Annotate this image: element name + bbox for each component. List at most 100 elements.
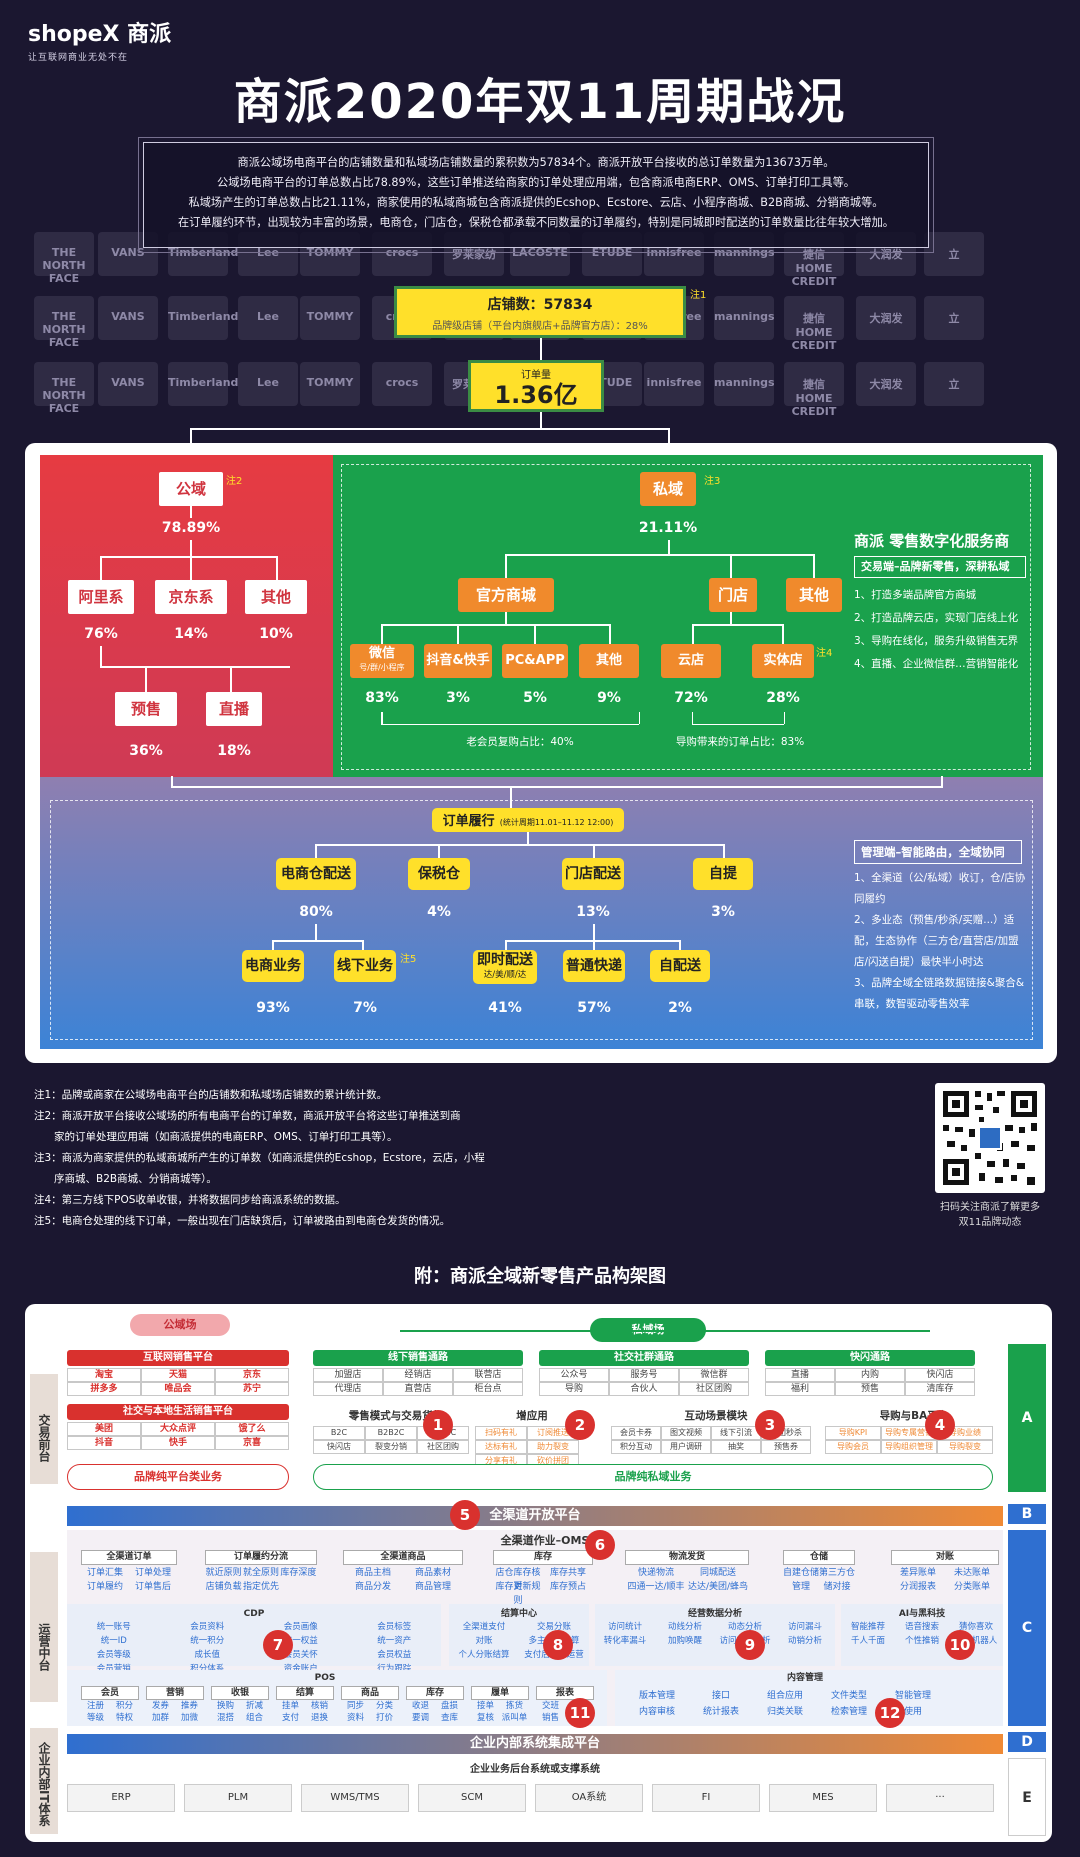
layer-letter-d: D xyxy=(1008,1732,1046,1752)
module-cell: 用户调研 xyxy=(661,1440,711,1454)
module-number-badge: 12 xyxy=(875,1698,905,1728)
store-brand-share: 品牌级店铺（平台内旗舰店+品牌官方店）：28% xyxy=(432,321,648,332)
express-node: 普通快递 xyxy=(563,950,625,982)
oms-group-item: 指定优先 xyxy=(242,1582,279,1592)
note-marker: 注3 xyxy=(704,476,721,487)
layer-letter-a: A xyxy=(1008,1344,1046,1492)
module-title: 互动场景模块 xyxy=(684,1410,748,1422)
open-platform-bar: 全渠道开放平台 xyxy=(67,1506,1003,1526)
private-panel-item: 2、打造品牌云店，实现门店线上化 xyxy=(854,612,1019,624)
oms-group-item: 快递物流 xyxy=(637,1568,674,1578)
qr-caption-line: 双11品牌动态 xyxy=(958,1217,1022,1228)
wechat-label: 微信 xyxy=(368,646,395,661)
note-marker: 注1 xyxy=(690,290,707,301)
oms-group-item: 店铺负载 xyxy=(205,1582,242,1592)
mgmt-panel-item: 1、全渠道（公/私域）收订，仓/店协同履约 xyxy=(854,872,1026,905)
brand-logo-text: mannings xyxy=(714,310,775,323)
oms-group-item: 第三方仓储对接 xyxy=(819,1568,856,1592)
c-group-item: 积分体系 xyxy=(190,1664,225,1674)
module-title: 零售模式与交易货架 xyxy=(348,1410,444,1422)
brand-slogan: 让互联网商业无处不在 xyxy=(28,53,129,63)
pos-group-item: 盘损 xyxy=(440,1701,458,1711)
c-group-item: 转化率漏斗 xyxy=(603,1636,647,1646)
brand-logo-text: mannings xyxy=(714,376,775,389)
c-group-item: 成长值 xyxy=(194,1650,220,1660)
backend-system-cell: FI xyxy=(652,1784,760,1812)
platform-cell: 抖音 xyxy=(67,1436,141,1450)
layer-letter-e: E xyxy=(1008,1758,1046,1836)
pos-group-item: 交班 xyxy=(541,1701,559,1711)
c-group-item: 访问统计 xyxy=(607,1622,642,1632)
module-cell: 导购KPI xyxy=(825,1426,881,1440)
pos-group-item: 发券 xyxy=(151,1701,169,1711)
brand-logo-text: 捷信 HOME CREDIT xyxy=(791,378,837,418)
content-item: 智能管理 xyxy=(894,1691,931,1701)
livestream-pct: 18% xyxy=(217,743,251,759)
module-number-badge: 5 xyxy=(450,1500,480,1530)
brand-logo-text: 立 xyxy=(948,248,960,261)
c-group-item: 统一积分 xyxy=(190,1636,225,1646)
c-group-item: 行为跟踪 xyxy=(377,1664,412,1674)
c-group-bg xyxy=(67,1604,441,1666)
pos-group-item: 积分 xyxy=(115,1701,133,1711)
module-title: 导购与BA平台 xyxy=(879,1410,949,1422)
c-group-item: 全渠道支付 xyxy=(462,1622,506,1632)
c-group-item: 智能推荐 xyxy=(850,1622,885,1632)
oms-group-title: 库存 xyxy=(493,1550,593,1565)
store-delivery-node: 门店配送 xyxy=(562,858,624,890)
physical-store-pct: 28% xyxy=(766,690,800,706)
backend-title: 企业业务后台系统或支撑系统 xyxy=(470,1764,600,1775)
physical-store-node: 实体店 xyxy=(752,644,814,678)
private-group-cell: 微信群 xyxy=(679,1368,749,1382)
private-group-cell: 代理店 xyxy=(313,1382,383,1396)
pos-group-item: 查库 xyxy=(440,1713,458,1723)
pos-group-item: 核销 xyxy=(310,1701,328,1711)
private-group-header: 线下销售通路 xyxy=(313,1350,523,1366)
guide-order-share: 导购带来的订单占比：83% xyxy=(675,736,805,748)
oms-group-item: 就近原则 xyxy=(205,1568,242,1578)
c-group-title: AI与黑科技 xyxy=(898,1609,946,1619)
pos-group-item: 等级 xyxy=(86,1713,104,1723)
private-panel-item: 1、打造多端品牌官方商城 xyxy=(854,589,977,601)
module-cell: 预售券 xyxy=(761,1440,811,1454)
brand-logo-text: VANS xyxy=(111,246,145,259)
brand-platform-business: 品牌纯平台类业务 xyxy=(67,1464,289,1490)
offline-business-pct: 7% xyxy=(353,1000,377,1016)
summary-line: 公域场电商平台的订单总数占比78.89%，这些订单推送给商家的订单处理应用端，包… xyxy=(217,176,855,189)
backend-system-cell: SCM xyxy=(418,1784,526,1812)
module-cell: 线下引流 xyxy=(711,1426,761,1440)
brand-logo-tile: THE NORTH FACE xyxy=(34,362,94,415)
brand-logo-tile: VANS xyxy=(98,362,158,406)
module-number-badge: 4 xyxy=(925,1410,955,1440)
platform-cell: 饿了么 xyxy=(215,1422,289,1436)
oms-group-item: 达达/美团/蜂鸟 xyxy=(687,1582,749,1592)
qr-code[interactable] xyxy=(935,1083,1045,1193)
brand-logo-text: 大润发 xyxy=(869,378,903,391)
content-item: 内容审核 xyxy=(638,1707,675,1717)
c-group-title: 结算中心 xyxy=(500,1609,537,1619)
footnote: 注4：第三方线下POS收单收银，并将数据同步给商派系统的数据。 xyxy=(34,1194,346,1206)
brand-logo-tile: VANS xyxy=(98,232,158,276)
pos-group-item: 拣货 xyxy=(505,1701,523,1711)
footnote: 注2：商派开放平台接收公域场的所有电商平台的订单数，商派开放平台将这些订单推送到… xyxy=(34,1110,461,1122)
private-mall-other-pct: 9% xyxy=(597,690,621,706)
c-group-item: 会员等级 xyxy=(96,1650,131,1660)
self-delivery-node: 自配送 xyxy=(650,950,710,982)
enterprise-integration-bar: 企业内部系统集成平台 xyxy=(67,1734,1003,1754)
public-domain-node: 公域 xyxy=(159,472,223,506)
c-group-item: 会员标签 xyxy=(377,1622,412,1632)
private-group-header: 快闪通路 xyxy=(765,1350,975,1366)
private-group-cell: 清库存 xyxy=(905,1382,975,1396)
pos-group-title: 库存 xyxy=(406,1686,464,1700)
brand-logo-tile: 捷信 HOME CREDIT xyxy=(784,296,844,352)
module-cell: 裂变分销 xyxy=(365,1440,417,1454)
pos-title: POS xyxy=(314,1673,336,1683)
pickup-pct: 3% xyxy=(711,904,735,920)
module-cell: 导购会员 xyxy=(825,1440,881,1454)
pos-group-title: 收银 xyxy=(211,1686,269,1700)
content-item: 接口 xyxy=(711,1691,730,1701)
footnote: 注5：电商仓处理的线下订单，一般出现在门店缺货后，订单被路由到电商仓发货的情况。 xyxy=(34,1215,451,1227)
wechat-node: 微信 号/群/小程序 xyxy=(350,644,414,678)
wechat-sub: 号/群/小程序 xyxy=(359,663,405,672)
brand-logo-tile: THE NORTH FACE xyxy=(34,232,94,285)
